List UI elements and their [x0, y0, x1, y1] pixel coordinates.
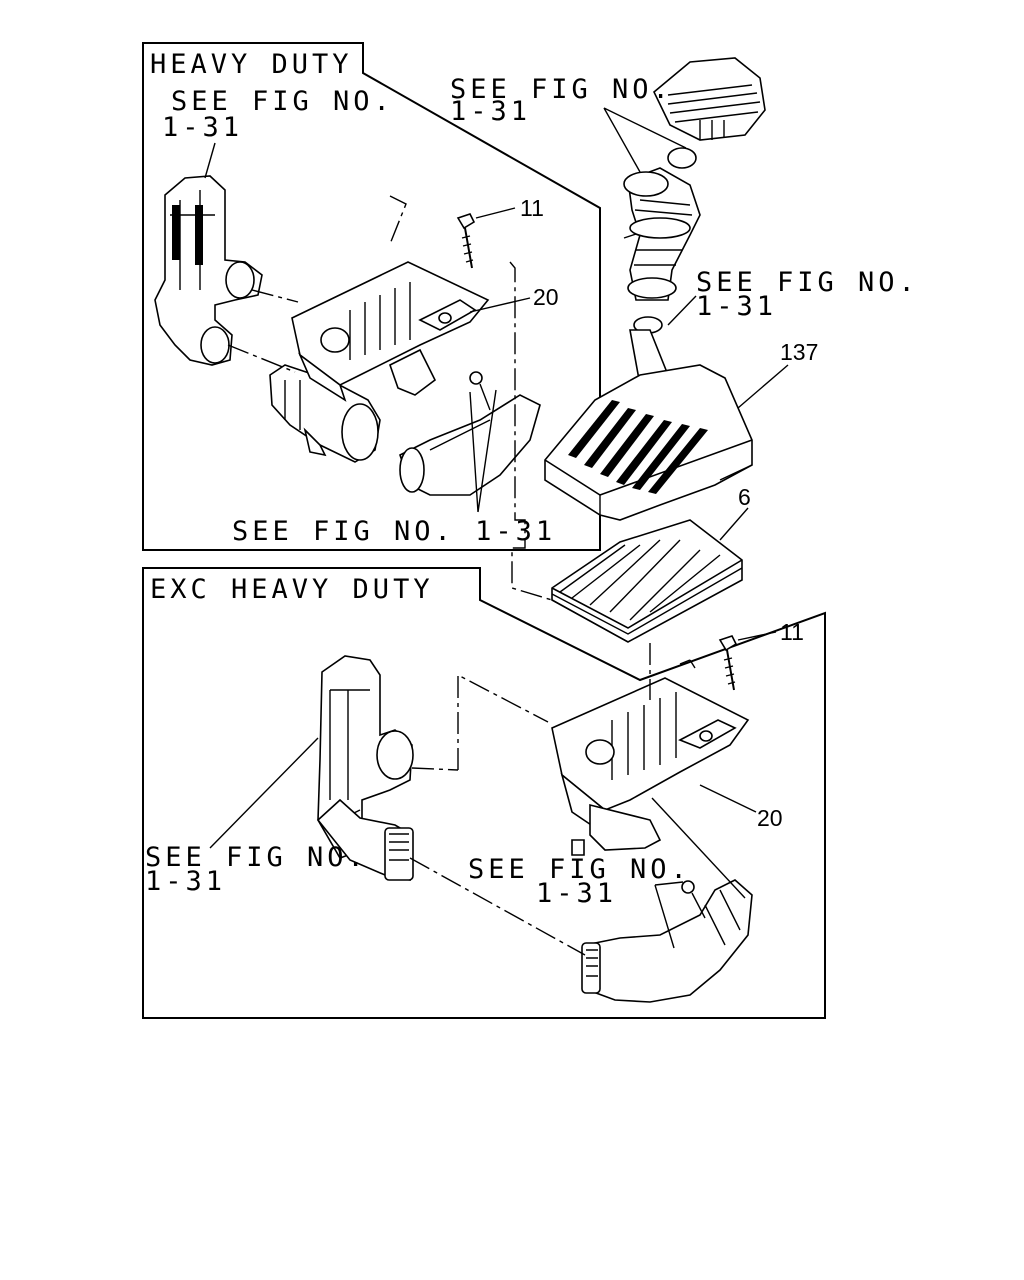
- hd-screw: [469, 371, 491, 411]
- air-cleaner-element: [551, 519, 743, 643]
- heavy-duty-panel-frame: [142, 42, 601, 551]
- exc-case-to-elbow-line: [651, 797, 746, 899]
- top-ref-line2: 1-31: [450, 96, 531, 127]
- hd-assembly-line: [227, 195, 553, 601]
- exc-mid-ref-leader: [654, 881, 684, 949]
- exc-heavy-duty-title: EXC HEAVY DUTY: [150, 574, 434, 605]
- hd-bottom-ref: SEE FIG NO. 1-31: [232, 516, 556, 547]
- right-ref-line1: SEE FIG NO.: [696, 267, 919, 298]
- air-cleaner-cover: [544, 364, 753, 521]
- exc-outlet-elbow: [581, 879, 753, 1003]
- hd-left-ref-leader: [204, 142, 216, 179]
- hd-case-leader: [469, 297, 531, 313]
- hd-air-cleaner-case: [291, 261, 490, 402]
- hd-bottom-ref-leader: [469, 389, 497, 513]
- top-ref-line1: SEE FIG NO.: [450, 74, 673, 105]
- top-ref-leader: [603, 107, 687, 173]
- exc-assembly-line: [409, 643, 696, 956]
- cover-leader: [737, 364, 789, 409]
- exc-case-leader: [699, 784, 757, 813]
- exc-mid-ref-line1: SEE FIG NO.: [468, 854, 691, 885]
- hd-bolt-callout: 11: [520, 195, 544, 221]
- cover-callout: 137: [780, 339, 818, 365]
- exc-air-cleaner-case: [551, 677, 750, 856]
- exc-left-ref-line1: SEE FIG NO.: [145, 842, 368, 873]
- exc-bolt: [718, 635, 738, 691]
- element-callout: 6: [738, 484, 751, 510]
- hd-left-ref-line1: SEE FIG NO.: [171, 86, 394, 117]
- hd-left-ref-line2: 1-31: [162, 112, 243, 143]
- exc-mid-ref-line2: 1-31: [536, 878, 617, 909]
- exc-left-ref-leader: [209, 737, 319, 849]
- hd-intake-duct: [154, 175, 263, 366]
- exc-screw: [681, 880, 706, 919]
- heavy-duty-title: HEAVY DUTY: [150, 49, 353, 80]
- exc-case-callout: 20: [757, 805, 783, 831]
- hd-bolt-leader: [475, 207, 516, 219]
- hd-elbow-duct: [399, 394, 541, 496]
- hd-case-callout: 20: [533, 284, 559, 310]
- hd-bolt: [456, 213, 476, 269]
- upper-intake-snorkel: [653, 57, 766, 141]
- upper-duct-hose: [623, 147, 701, 386]
- exc-bolt-leader: [737, 631, 777, 641]
- hd-resonator: [269, 364, 381, 463]
- right-ref-leader: [667, 295, 697, 326]
- exc-left-ref-line2: 1-31: [145, 866, 226, 897]
- exc-bolt-callout: 11: [780, 619, 804, 645]
- right-ref-line2: 1-31: [696, 291, 777, 322]
- exc-lower-duct: [316, 798, 414, 881]
- element-leader: [719, 507, 749, 541]
